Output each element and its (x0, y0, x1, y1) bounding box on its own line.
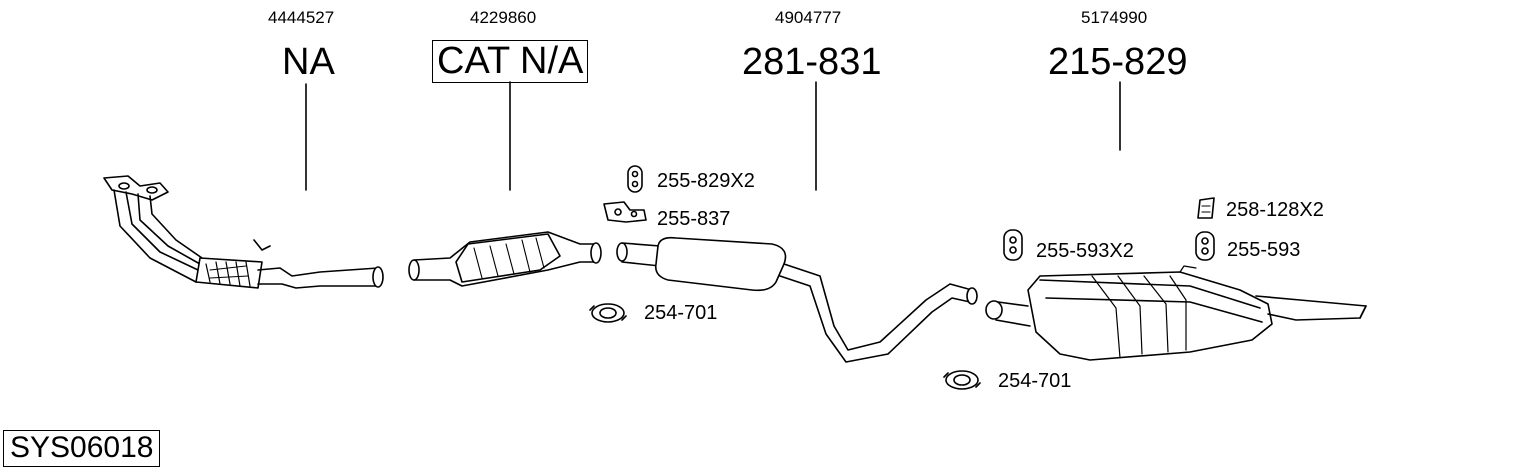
fitting-label: 255-593X2 (1036, 240, 1134, 262)
rubber-hanger-icon-1 (627, 165, 643, 193)
bracket-mount-icon (603, 201, 647, 223)
oe-number: 4904777 (775, 8, 842, 27)
fitting-label: 255-829X2 (657, 170, 755, 192)
system-code: SYS06018 (3, 430, 161, 467)
oe-number: 5174990 (1081, 8, 1148, 27)
fitting-label: 258-128X2 (1226, 199, 1324, 221)
oe-number: 4229860 (470, 8, 537, 27)
rubber-ring-hanger-icon-1 (1003, 229, 1023, 261)
front-pipe-drawing (103, 175, 384, 289)
center-silencer-drawing (616, 236, 978, 363)
part-number: 215-829 (1048, 41, 1188, 83)
part-number-boxed: CAT N/A (432, 40, 589, 83)
fitting-label: 254-701 (644, 302, 718, 324)
rear-silencer-drawing (985, 265, 1367, 361)
rubber-ring-hanger-icon-2 (1195, 231, 1215, 261)
pipe-clamp-icon-1 (589, 303, 627, 323)
oe-number: 4444527 (268, 8, 335, 27)
pipe-clamp-icon-2 (943, 370, 981, 390)
part-number: 281-831 (742, 41, 882, 83)
catalytic-converter-drawing (408, 231, 602, 287)
part-number: NA (282, 41, 335, 83)
fitting-label: 255-837 (657, 208, 731, 230)
fitting-label: 254-701 (998, 370, 1072, 392)
fitting-label: 255-593 (1227, 239, 1301, 261)
small-bracket-icon (1197, 197, 1215, 219)
